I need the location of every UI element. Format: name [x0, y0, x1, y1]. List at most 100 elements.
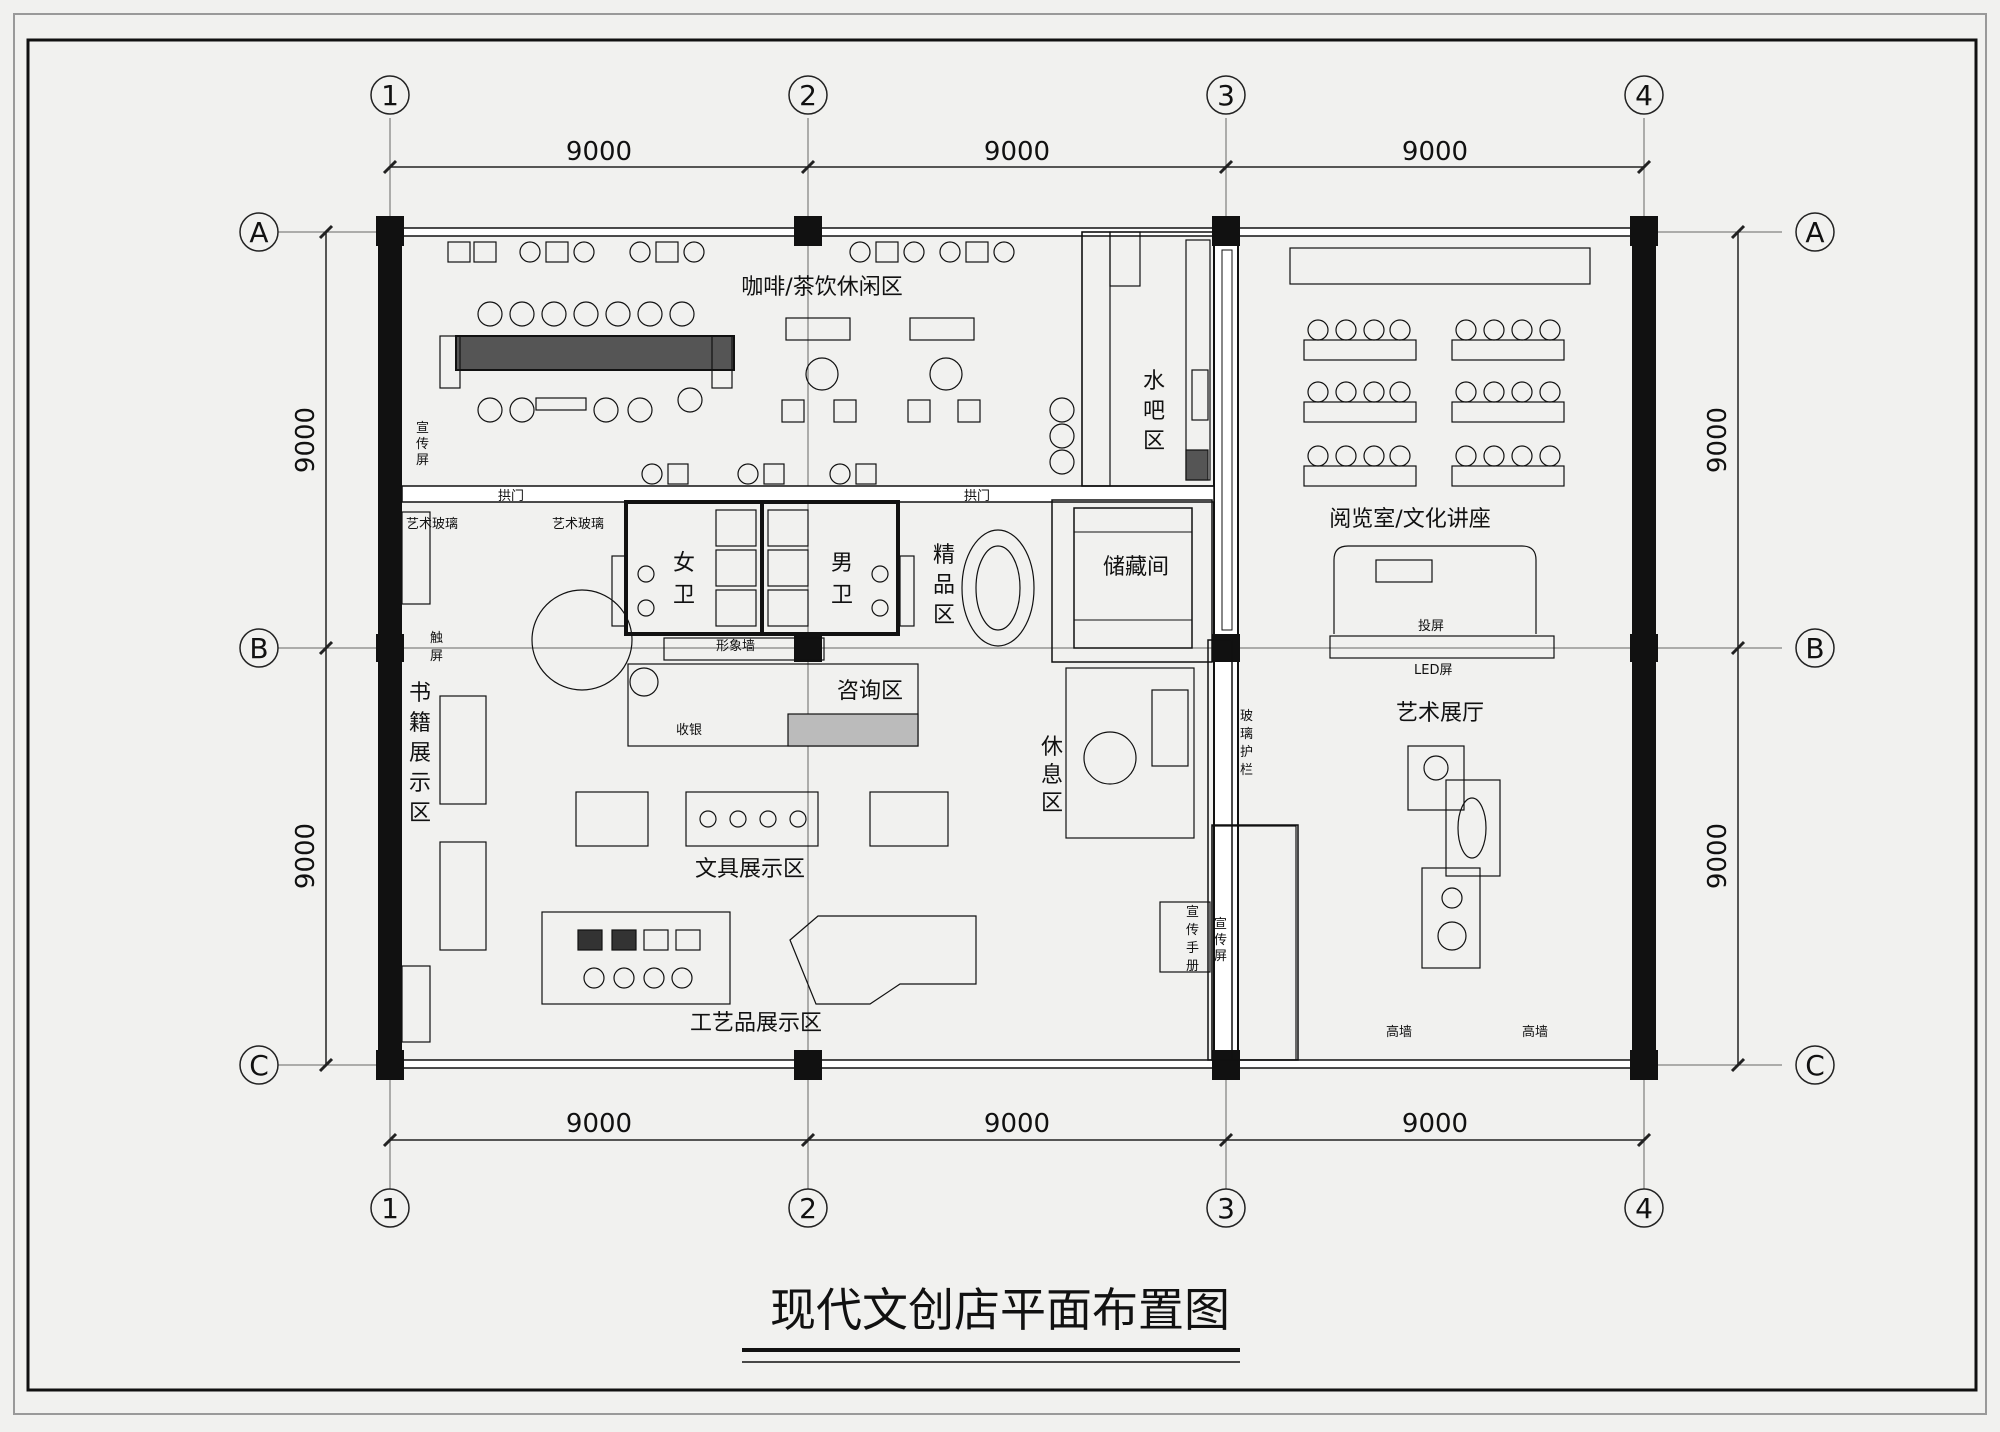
womens-wc-label-1: 女: [673, 551, 695, 576]
axis-bubble-labels: 1 2 3 4 1 2 3 4 A B C A B C: [249, 79, 1825, 1225]
promo-screen-2-label-1: 宣: [1214, 916, 1227, 932]
promo-screen-label-3: 屏: [416, 453, 429, 468]
axis-row-a-right: A: [1805, 216, 1824, 249]
brochure-label-4: 册: [1186, 959, 1199, 974]
reading-room-furniture: [1289, 247, 1591, 659]
boutique-label-3: 区: [933, 603, 955, 628]
cafe-furniture: [439, 241, 1015, 485]
dim-right-1: 9000: [1703, 407, 1733, 473]
drawing-title: 现代文创店平面布置图: [770, 1283, 1230, 1337]
dim-top-2: 9000: [984, 137, 1050, 167]
books-zone-label-4: 示: [409, 771, 431, 796]
axis-col-3-top: 3: [1217, 79, 1235, 112]
axis-row-b-right: B: [1805, 632, 1824, 665]
stationery-displays: [575, 791, 949, 847]
books-zone-label-2: 籍: [409, 711, 431, 736]
rest-area-furniture: [1065, 667, 1195, 839]
interior-partitions: [401, 231, 1299, 1061]
womens-wc-label-2: 卫: [673, 583, 695, 608]
rest-zone-label-3: 区: [1041, 791, 1063, 816]
arch-door-label-1: 拱门: [498, 489, 524, 504]
dim-bottom-1: 9000: [566, 1109, 632, 1139]
led-screen-label: LED屏: [1414, 663, 1452, 678]
axis-row-b-left: B: [249, 632, 268, 665]
glass-rail-label-4: 栏: [1240, 763, 1253, 778]
axis-col-4-bottom: 4: [1635, 1192, 1653, 1225]
boutique-display-island: [961, 529, 1035, 647]
water-bar-label-2: 吧: [1143, 399, 1165, 424]
promo-screen-2-label-2: 传: [1214, 933, 1227, 948]
crafts-zone-label: 工艺品展示区: [690, 1011, 822, 1036]
boutique-label-1: 精: [933, 543, 955, 568]
consult-counter: [531, 589, 919, 747]
brochure-label-3: 手: [1186, 941, 1199, 956]
high-wall-label-1: 高墙: [1386, 1024, 1412, 1040]
axis-col-4-top: 4: [1635, 79, 1653, 112]
axis-col-1-bottom: 1: [381, 1192, 399, 1225]
consult-zone-label: 咨询区: [837, 679, 903, 704]
restroom-fixtures: [611, 509, 915, 627]
dim-right-2: 9000: [1703, 823, 1733, 889]
promo-screen-2-label-3: 屏: [1214, 949, 1227, 964]
axis-row-a-left: A: [249, 216, 268, 249]
room-labels: 咖啡/茶饮休闲区 水 吧 区 阅览室/文化讲座 女 卫 男 卫 精 品 区 储藏…: [409, 275, 1491, 1036]
high-wall-label-2: 高墙: [1522, 1024, 1548, 1040]
books-zone-label-1: 书: [409, 681, 431, 706]
water-bar-label-1: 水: [1143, 369, 1165, 394]
art-hall-label: 艺术展厅: [1396, 701, 1484, 726]
touch-screen-label-2: 屏: [430, 649, 443, 664]
art-glass-label-1: 艺术玻璃: [406, 517, 458, 532]
axis-col-3-bottom: 3: [1217, 1192, 1235, 1225]
glass-rail-label-1: 玻: [1240, 709, 1253, 724]
art-hall-exhibits: [1159, 745, 1501, 1061]
touch-screen-label-1: 触: [430, 631, 443, 646]
mens-wc-label-1: 男: [831, 551, 853, 576]
axis-col-2-top: 2: [799, 79, 817, 112]
book-shelves: [401, 511, 487, 1043]
storage-room-label: 储藏间: [1103, 555, 1169, 580]
axis-row-c-right: C: [1805, 1049, 1825, 1082]
promo-screen-label-2: 传: [416, 437, 429, 452]
dimension-lines: [318, 159, 1746, 1148]
water-bar-label-3: 区: [1143, 429, 1165, 454]
water-bar-counter: [1049, 231, 1211, 487]
dim-top-1: 9000: [566, 137, 632, 167]
brochure-label-1: 宣: [1186, 904, 1199, 920]
fixture-labels: 宣 传 屏 拱门 拱门 艺术玻璃 艺术玻璃 触 屏 形象墙 收银 投屏 LED屏…: [406, 420, 1548, 1040]
books-zone-label-5: 区: [409, 801, 431, 826]
promo-screen-label-1: 宣: [416, 420, 429, 436]
structural-columns: [376, 216, 1658, 1080]
dim-bottom-3: 9000: [1402, 1109, 1468, 1139]
axis-row-c-left: C: [249, 1049, 269, 1082]
dim-top-3: 9000: [1402, 137, 1468, 167]
image-wall-label: 形象墙: [716, 639, 755, 654]
cashier-label: 收银: [676, 723, 702, 738]
brochure-label-2: 传: [1186, 923, 1199, 938]
boutique-label-2: 品: [933, 573, 955, 598]
axis-col-1-top: 1: [381, 79, 399, 112]
craft-displays: [541, 911, 977, 1005]
sheet-outer-border: [13, 13, 1987, 1415]
dim-left-2: 9000: [291, 823, 321, 889]
rest-zone-label-2: 息: [1041, 763, 1063, 788]
axis-bubbles: [239, 75, 1835, 1228]
glass-rail-label-2: 璃: [1240, 727, 1253, 742]
arch-door-label-2: 拱门: [964, 489, 990, 504]
dim-bottom-2: 9000: [984, 1109, 1050, 1139]
rest-zone-label-1: 休: [1041, 735, 1063, 760]
stationery-zone-label: 文具展示区: [695, 857, 805, 882]
reading-room-label: 阅览室/文化讲座: [1329, 507, 1490, 532]
mens-wc-label-2: 卫: [831, 583, 853, 608]
storage-shelves: [1074, 531, 1192, 621]
cafe-zone-label: 咖啡/茶饮休闲区: [741, 275, 902, 300]
axis-col-2-bottom: 2: [799, 1192, 817, 1225]
glass-rail-label-3: 护: [1240, 745, 1253, 760]
axis-grid-lines: [278, 118, 1782, 1190]
projection-screen-label: 投屏: [1418, 618, 1444, 634]
sheet-inner-border: [26, 38, 1978, 1392]
books-zone-label-3: 展: [409, 741, 431, 766]
dim-left-1: 9000: [291, 407, 321, 473]
art-glass-label-2: 艺术玻璃: [552, 517, 604, 532]
